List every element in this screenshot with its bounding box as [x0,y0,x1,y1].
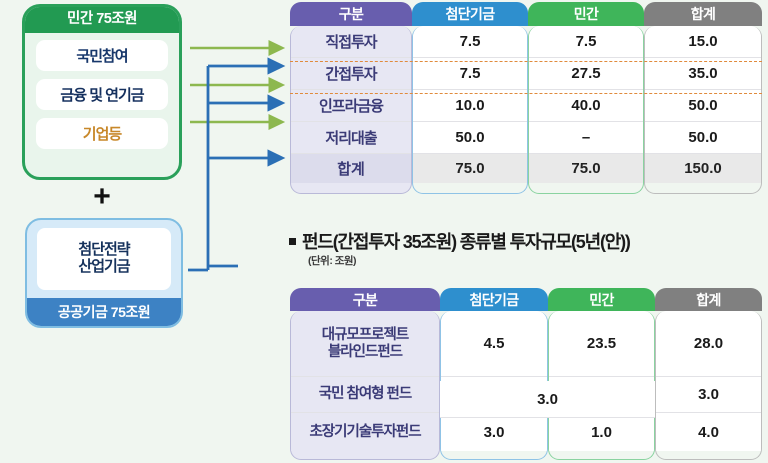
private-item-citizen-participation: 국민참여 [36,40,168,71]
table-top-cell-fund: 10.0 [413,89,527,122]
table-top-cell-fund: 7.5 [413,57,527,90]
public-title-line2: 산업기금 [78,258,130,275]
table-bottom-row-label: 대규모프로젝트 블라인드펀드 [291,311,439,378]
table-top-column-category: 구분 직접투자 간접투자 인프라금융 저리대출 합계 [290,2,412,194]
table-bottom-header-category: 구분 [290,288,440,312]
public-funding-box: 첨단전략 산업기금 공공기금 75조원 [25,218,183,328]
table-top-row-label: 저리대출 [291,121,411,154]
table-top-header-sum: 합계 [644,2,762,26]
table-top-row-label: 직접투자 [291,25,411,58]
section-bullet-icon [289,238,296,245]
green-arrow-group [190,39,286,131]
table-bottom-cell-fund: 4.5 [441,311,547,378]
investment-scale-table: 구분 직접투자 간접투자 인프라금융 저리대출 합계 첨단기금 7.5 7.5 … [290,2,762,194]
table-top-header-private: 민간 [528,2,644,26]
table-bottom-row-label: 국민 참여형 펀드 [291,377,439,414]
private-funding-items: 국민참여 금융 및 연기금 기업등 [25,33,179,158]
table-bottom-cell-sum: 3.0 [656,377,761,414]
private-item-corporations: 기업등 [36,118,168,149]
public-title-line1: 첨단전략 [78,241,130,259]
table-top-row-label: 인프라금융 [291,89,411,122]
private-funding-header: 민간 75조원 [25,7,179,33]
section-heading-text: 펀드(간접투자 35조원) 종류별 투자규모(5년(안)) [302,232,631,252]
section-unit-note: (단위: 조원) [308,255,357,267]
table-bottom-row-label-line2: 블라인드펀드 [327,343,403,360]
table-bottom-header-private: 민간 [548,288,655,312]
table-top-header-fund: 첨단기금 [412,2,528,26]
section-heading: 펀드(간접투자 35조원) 종류별 투자규모(5년(안)) [289,228,765,254]
highlight-line-bottom [290,93,762,94]
public-funding-title: 첨단전략 산업기금 [37,228,171,290]
table-top-total-fund: 75.0 [413,153,527,183]
table-top-total-private: 75.0 [529,153,643,183]
plus-sign: + [93,180,111,213]
table-top-row-label: 간접투자 [291,57,411,90]
table-bottom-column-private: 민간 23.5 1.0 [548,288,655,460]
table-top-header-category: 구분 [290,2,412,26]
table-top-total-sum: 150.0 [645,153,761,183]
blue-arrow-group [188,57,286,272]
table-top-cell-private: 40.0 [529,89,643,122]
private-funding-box: 민간 75조원 국민참여 금융 및 연기금 기업등 [22,4,182,180]
table-top-cell-sum: 50.0 [645,121,761,154]
table-bottom-cell-fund: 3.0 [441,413,547,452]
table-top-column-private: 민간 7.5 27.5 40.0 – 75.0 [528,2,644,194]
table-top-cell-sum: 50.0 [645,89,761,122]
table-bottom-column-sum: 합계 28.0 3.0 4.0 [655,288,762,460]
table-top-cell-sum: 35.0 [645,57,761,90]
funding-sources-diagram: 민간 75조원 국민참여 금융 및 연기금 기업등 + 첨단전략 산업기금 공공… [0,0,286,463]
table-bottom-column-category: 구분 대규모프로젝트 블라인드펀드 국민 참여형 펀드 초장기기술투자펀드 [290,288,440,460]
public-funding-footer: 공공기금 75조원 [27,298,181,326]
table-bottom-row-label-line1: 대규모프로젝트 [321,327,409,344]
table-top-cell-private: – [529,121,643,154]
table-top-cell-private: 7.5 [529,25,643,58]
table-bottom-header-fund: 첨단기금 [440,288,548,312]
table-bottom-cell-private: 1.0 [549,413,654,452]
table-top-column-sum: 합계 15.0 35.0 50.0 50.0 150.0 [644,2,762,194]
private-item-finance-pension: 금융 및 연기금 [36,79,168,110]
connector-arrows [188,39,286,272]
table-top-cell-fund: 50.0 [413,121,527,154]
table-bottom-header-sum: 합계 [655,288,762,312]
table-bottom-cell-sum: 4.0 [656,413,761,452]
fund-type-table: 구분 대규모프로젝트 블라인드펀드 국민 참여형 펀드 초장기기술투자펀드 첨단… [290,288,762,460]
table-top-cell-private: 27.5 [529,57,643,90]
highlight-line-top [290,61,762,62]
table-bottom-cell-private: 23.5 [549,311,654,378]
table-top-total-label: 합계 [291,153,411,183]
table-top-column-fund: 첨단기금 7.5 7.5 10.0 50.0 75.0 [412,2,528,194]
table-bottom-cell-sum: 28.0 [656,311,761,378]
table-top-cell-fund: 7.5 [413,25,527,58]
table-bottom-cell-merged-value: 3.0 [440,381,655,418]
table-bottom-row-label: 초장기기술투자펀드 [291,413,439,452]
table-top-cell-sum: 15.0 [645,25,761,58]
table-bottom-column-fund: 첨단기금 4.5 3.0 [440,288,548,460]
